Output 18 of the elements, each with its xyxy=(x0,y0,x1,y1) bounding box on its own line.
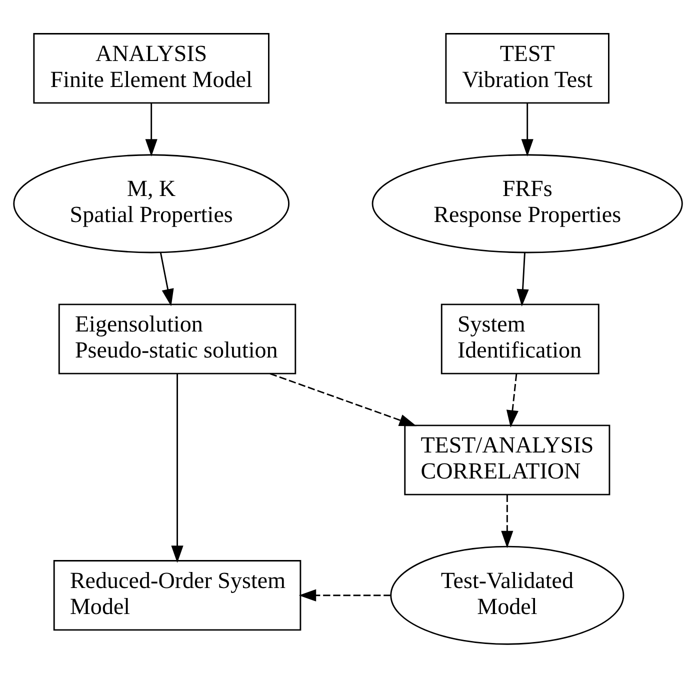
arrow xyxy=(501,494,514,548)
node-box: Reduced-Order System Model xyxy=(53,560,302,631)
node-box: ANALYSIS Finite Element Model xyxy=(33,33,270,104)
arrow xyxy=(516,252,529,306)
node-box: TEST/ANALYSIS CORRELATION xyxy=(404,424,610,496)
node-ellipse: FRFs Response Properties xyxy=(372,154,683,254)
arrow xyxy=(298,589,391,602)
arrow xyxy=(171,374,184,563)
arrow xyxy=(160,252,174,306)
node-ellipse: Test-Validated Model xyxy=(390,546,624,645)
arrow xyxy=(145,103,158,156)
node-box: System Identification xyxy=(440,304,600,374)
arrow xyxy=(506,374,518,428)
node-box: TEST Vibration Test xyxy=(445,33,610,104)
arrow xyxy=(270,372,417,426)
node-ellipse: M, K Spatial Properties xyxy=(13,154,290,254)
node-box: Eigensolution Pseudo-static solution xyxy=(58,304,296,374)
arrow xyxy=(521,103,534,156)
